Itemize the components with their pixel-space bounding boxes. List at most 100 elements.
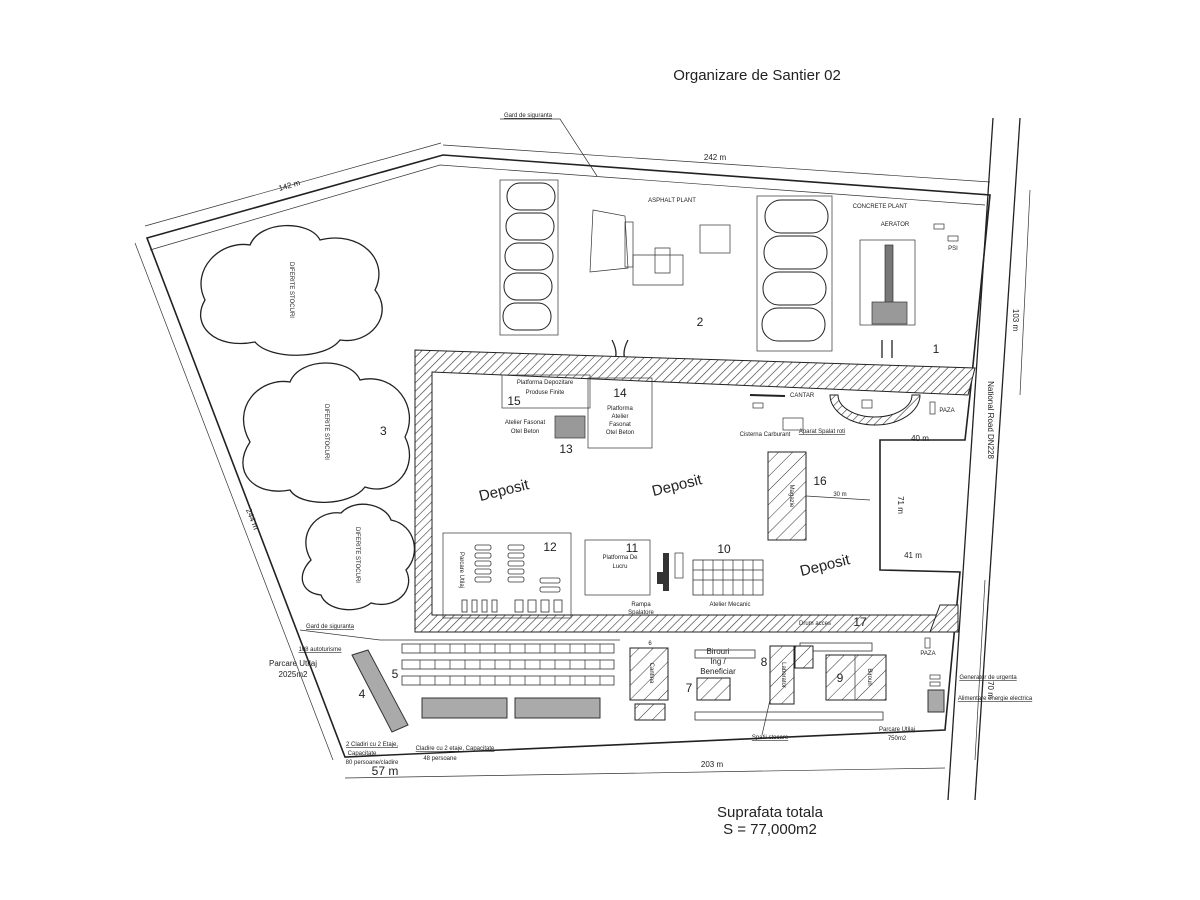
fence-bottom-label: Gard de siguranta bbox=[306, 624, 355, 630]
zone-12: 12 Parcare Utilaj bbox=[442, 532, 572, 619]
zone-7-number: 7 bbox=[686, 681, 693, 695]
zone-9-number: 9 bbox=[837, 671, 844, 685]
zone-13: Atelier Fasonat Otel Beton 13 bbox=[505, 415, 586, 456]
zone-7-label-2: Ing / bbox=[710, 657, 726, 666]
weighbridge-area: CANTAR Cisterna Carburant Aparat Spalat … bbox=[740, 393, 955, 438]
spatii-label: Spatii stocare bbox=[752, 735, 789, 741]
zone-11-number: 11 bbox=[626, 541, 639, 555]
dim-244: 244 m bbox=[244, 507, 261, 531]
deposit-label: Deposit bbox=[650, 471, 704, 500]
zone-10: 10 Atelier Mecanic bbox=[692, 542, 764, 608]
cladire1-label-2: 48 persoane bbox=[423, 756, 457, 762]
dim-71: 71 m bbox=[896, 496, 905, 514]
zone-7-label-3: Beneficiar bbox=[700, 667, 736, 676]
stock-number: 3 bbox=[380, 424, 387, 438]
zone-15: Platforma Depozitare Produse Finite 15 bbox=[501, 374, 591, 409]
zone-13-label-1: Atelier Fasonat bbox=[505, 420, 546, 426]
utilities-area: PAZA Generator de urgenta Alimentare ene… bbox=[879, 637, 1033, 742]
cladire1-label-1: Cladire cu 2 etaje, Capacitate bbox=[416, 746, 495, 752]
cladiri2-label-3: 80 persoane/cladire bbox=[346, 760, 399, 766]
paza-label: PAZA bbox=[939, 408, 954, 414]
zone-14: 14 Platforma Atelier Fasonat Otel Beton bbox=[587, 377, 653, 449]
parking-area: Gard de siguranta 108 autoturisme Parcar… bbox=[269, 624, 884, 766]
parcare750-label-2: 750m2 bbox=[888, 736, 907, 742]
zone-13-label-2: Otel Beton bbox=[511, 429, 539, 435]
cars-label: 108 autoturisme bbox=[298, 647, 342, 653]
dim-40: 40 m bbox=[911, 434, 929, 443]
fence-top-label: Gard de siguranta bbox=[504, 113, 553, 119]
generator-label: Generator de urgenta bbox=[959, 675, 1017, 681]
national-road: National Road DN228 bbox=[947, 117, 1021, 801]
zone-14-label-4: Otel Beton bbox=[606, 430, 634, 436]
zone-12-label: Parcare Utilaj bbox=[458, 552, 464, 588]
zone-16: Magazie 16 30 m bbox=[767, 451, 871, 541]
cisterna-label: Cisterna Carburant bbox=[740, 432, 791, 438]
zone-17-label: Drum acces bbox=[799, 621, 831, 627]
deposit-label: Deposit bbox=[798, 551, 852, 580]
zone-6-number: 6 bbox=[648, 641, 652, 647]
deposit-label: Deposit bbox=[477, 476, 531, 505]
parcare750-label-1: Parcare Utilaj bbox=[879, 727, 915, 733]
stock-label: DIFERITE STOCURI bbox=[323, 404, 329, 460]
zone-14-number: 14 bbox=[613, 386, 627, 400]
dimension-lines: 142 m 242 m 103 m 244 m 40 m 71 m 41 m 7… bbox=[134, 142, 1031, 779]
zone-11-label-2: Lucru bbox=[612, 564, 627, 570]
cantar-label: CANTAR bbox=[790, 393, 815, 399]
zone-6-label: Cantina bbox=[648, 663, 654, 684]
asphalt-plant-number: 2 bbox=[697, 315, 704, 329]
concrete-plant: CONCRETE PLANT AERATOR PSI 1 bbox=[756, 195, 959, 358]
cladiri2-label-2: Capacitate bbox=[348, 751, 377, 757]
zone-10-number: 10 bbox=[717, 542, 731, 556]
dim-242: 242 m bbox=[704, 153, 727, 162]
concrete-plant-number: 1 bbox=[933, 342, 940, 356]
asphalt-plant-label: ASPHALT PLANT bbox=[648, 198, 696, 204]
dim-57: 57 m bbox=[372, 764, 399, 778]
area-value: S = 77,000m2 bbox=[723, 821, 817, 838]
dim-142: 142 m bbox=[277, 178, 301, 193]
zone-7-label-1: Birouri bbox=[706, 647, 729, 656]
road-label: National Road DN228 bbox=[986, 381, 995, 459]
cladiri2-label-1: 2 Cladiri cu 2 Etaje, bbox=[346, 742, 398, 748]
site-boundary bbox=[145, 154, 991, 758]
internal-roads bbox=[414, 349, 976, 633]
zone-15-label-1: Platforma Depozitare bbox=[517, 380, 574, 386]
alimentare-label: Alimentare energie electrica bbox=[958, 696, 1033, 702]
zone-11-label-1: Platforma De bbox=[602, 555, 638, 561]
zone-11: 11 Platforma De Lucru Rampa Spalatore bbox=[584, 539, 684, 616]
rampa-label-2: Spalatore bbox=[628, 610, 654, 616]
concrete-plant-label: CONCRETE PLANT bbox=[853, 204, 908, 210]
zone-14-label-2: Atelier bbox=[611, 414, 628, 420]
aerator-label: AERATOR bbox=[881, 222, 910, 228]
zone-7: Birouri Ing / Beneficiar 7 bbox=[686, 647, 736, 701]
rampa-label-1: Rampa bbox=[631, 602, 651, 608]
zone-14-label-1: Platforma bbox=[607, 406, 633, 412]
dim-70: 70 m bbox=[986, 681, 995, 699]
zone-8: Laborator 8 Spatii stocare bbox=[752, 645, 814, 741]
zone-13-number: 13 bbox=[559, 442, 573, 456]
stock-label: DIFERITE STOCURI bbox=[354, 527, 360, 583]
spalat-label: Aparat Spalat roti bbox=[799, 429, 845, 435]
fence-line bbox=[149, 164, 986, 251]
zone-10-label: Atelier Mecanic bbox=[709, 602, 750, 608]
zone-17-number: 17 bbox=[853, 615, 867, 629]
zone-9: 9 Birouri bbox=[825, 654, 887, 701]
zone-15-label-2: Produse Finite bbox=[526, 390, 565, 396]
stock-areas: DIFERITE STOCURI DIFERITE STOCURI 3 DIFE… bbox=[199, 224, 415, 611]
zone-5-number: 5 bbox=[392, 667, 399, 681]
parking-label-1: Parcare Utilaj bbox=[269, 659, 317, 668]
zone-16-number: 16 bbox=[813, 474, 827, 488]
zone-12-number: 12 bbox=[543, 540, 557, 554]
stock-label: DIFERITE STOCURI bbox=[288, 262, 294, 318]
dim-41: 41 m bbox=[904, 551, 922, 560]
psi-label: PSI bbox=[948, 246, 958, 252]
zone-8-number: 8 bbox=[761, 655, 768, 669]
zone-6: Cantina 6 bbox=[629, 641, 669, 721]
page-title: Organizare de Santier 02 bbox=[673, 67, 841, 84]
parking-label-2: 2025m2 bbox=[279, 670, 308, 679]
area-label: Suprafata totala bbox=[717, 804, 824, 821]
zone-4-number: 4 bbox=[359, 687, 366, 701]
dim-203: 203 m bbox=[701, 760, 724, 769]
asphalt-plant: ASPHALT PLANT 2 bbox=[499, 179, 731, 366]
zone-16-label: Magazie bbox=[788, 485, 794, 508]
